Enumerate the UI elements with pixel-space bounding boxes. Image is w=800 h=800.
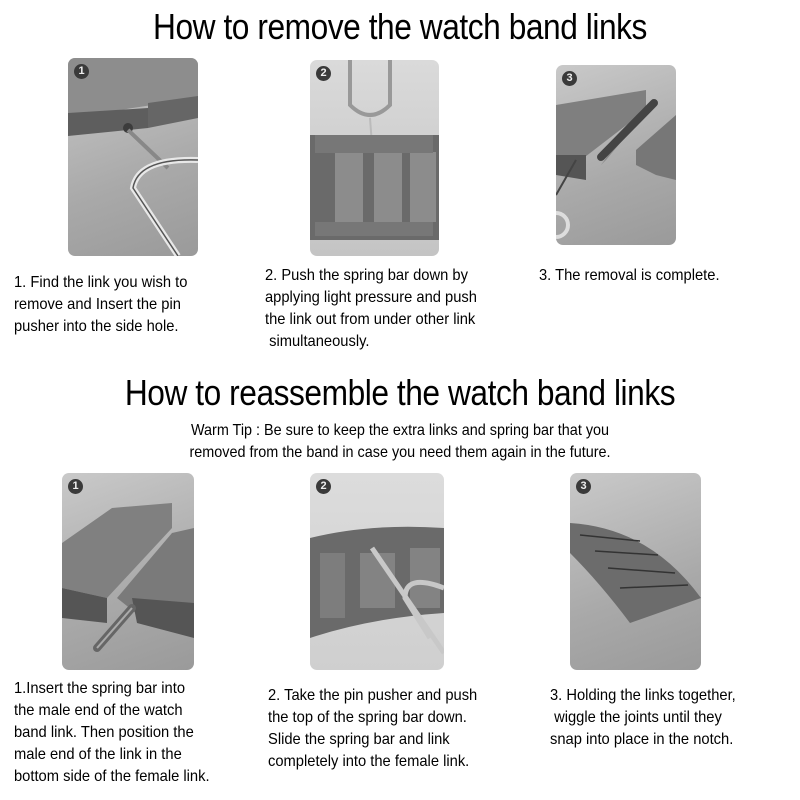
reassemble-step-2-image: 2 (310, 473, 444, 670)
spring-bar-insert-illustration (62, 503, 194, 652)
remove-step-1-image: 1 (68, 58, 198, 256)
remove-step-2-text: 2. Push the spring bar down by applying … (265, 267, 477, 350)
reassemble-section-title: How to reassemble the watch band links (124, 372, 676, 413)
remove-step-3-text: 3. The removal is complete. (539, 267, 720, 284)
step-number-badge: 1 (74, 64, 89, 79)
remove-step-3-image: 3 (556, 65, 676, 245)
remove-step-1-text: 1. Find the link you wish to remove and … (14, 274, 188, 335)
warm-tip-text: Warm Tip : Be sure to keep the extra lin… (189, 422, 611, 461)
step-number-badge: 1 (68, 479, 83, 494)
spring-bar-push-illustration (310, 60, 439, 240)
watch-link-pin-pusher-illustration (68, 58, 198, 256)
removed-link-illustration (556, 90, 676, 239)
assembled-links-illustration (570, 523, 701, 623)
step-number-badge: 3 (562, 71, 577, 86)
reassemble-step-1-text: 1.Insert the spring bar into the male en… (14, 680, 210, 785)
reassemble-step-2-text: 2. Take the pin pusher and push the top … (268, 687, 478, 770)
remove-section-title: How to remove the watch band links (153, 6, 647, 47)
step-number-badge: 3 (576, 479, 591, 494)
reassemble-step-1-image: 1 (62, 473, 194, 670)
reassemble-step-3-image: 3 (570, 473, 701, 670)
step-number-badge: 2 (316, 479, 331, 494)
remove-step-2-image: 2 (310, 60, 439, 256)
warm-tip: Warm Tip : Be sure to keep the extra lin… (40, 420, 760, 464)
reassemble-step-3-text: 3. Holding the links together, wiggle th… (550, 687, 736, 748)
step-number-badge: 2 (316, 66, 331, 81)
pin-pusher-spring-bar-illustration (310, 526, 444, 655)
